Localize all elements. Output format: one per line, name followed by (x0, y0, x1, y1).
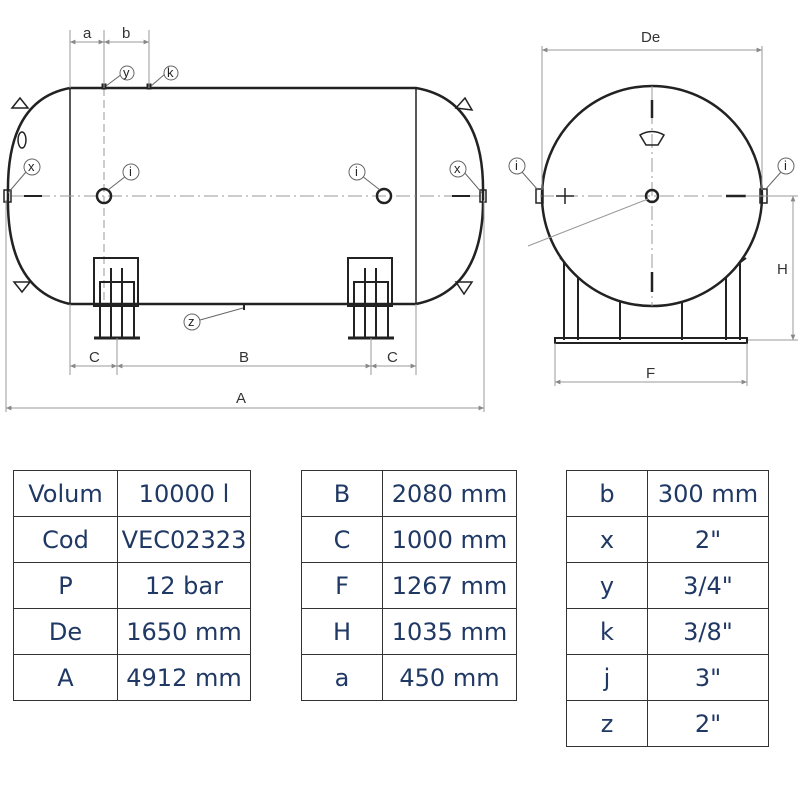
spec-key: C (301, 516, 383, 563)
table-row: j 3" (566, 654, 769, 701)
table-row: B 2080 mm (301, 470, 517, 517)
callout-x-right (449, 160, 467, 178)
table-row: Volum 10000 l (13, 470, 251, 517)
lifting-lug (454, 281, 474, 296)
port-j-right (375, 187, 393, 205)
callout-label-y: y (123, 65, 130, 80)
spec-key: x (566, 516, 648, 563)
spec-table-general: Volum 10000 l Cod VEC02323 P 12 bar De 1… (13, 470, 251, 701)
nozzle-x-right (479, 189, 487, 203)
dim-label-F: F (646, 365, 655, 382)
table-row: b 300 mm (566, 470, 769, 517)
callout-x-left (23, 158, 41, 176)
dim-label-B: B (239, 349, 249, 366)
table-row: A 4912 mm (13, 654, 251, 701)
spec-key: Volum (13, 470, 118, 517)
table-row: H 1035 mm (301, 608, 517, 655)
spec-key: F (301, 562, 383, 609)
spec-key: B (301, 470, 383, 517)
lifting-lug (10, 96, 30, 109)
spec-key: j (566, 654, 648, 701)
spec-key: P (13, 562, 118, 609)
spec-value: 300 mm (647, 470, 769, 517)
callout-j-right (348, 163, 366, 181)
dim-label-De: De (641, 29, 660, 46)
lifting-lug (12, 281, 32, 294)
spec-value: 2080 mm (382, 470, 517, 517)
tank-side-view (3, 83, 487, 340)
spec-key: H (301, 608, 383, 655)
callout-j-end-right (777, 157, 795, 175)
table-row: z 2" (566, 700, 769, 747)
dim-label-b: b (122, 25, 130, 42)
spec-key: De (13, 608, 118, 655)
dim-label-A: A (236, 390, 246, 407)
dim-label-C-right: C (387, 349, 398, 366)
spec-key: a (301, 654, 383, 701)
center-port (644, 188, 660, 204)
table-row: C 1000 mm (301, 516, 517, 563)
table-row: Cod VEC02323 (13, 516, 251, 563)
spec-key: b (566, 470, 648, 517)
spec-value: 3/8" (647, 608, 769, 655)
sight-ellipse (17, 131, 27, 149)
spec-value: VEC02323 (117, 516, 251, 563)
callout-j-left (122, 163, 140, 181)
spec-key: Cod (13, 516, 118, 563)
spec-value: 1035 mm (382, 608, 517, 655)
spec-value: 10000 l (117, 470, 251, 517)
spec-value: 3/4" (647, 562, 769, 609)
spec-value: 2" (647, 700, 769, 747)
callout-label-j-end-right: i (784, 158, 787, 173)
callout-label-j-end-left: i (515, 158, 518, 173)
spec-key: k (566, 608, 648, 655)
callout-j-end-left (508, 157, 526, 175)
spec-table-connections: b 300 mm x 2" y 3/4" k 3/8" j 3" z 2" (566, 470, 769, 747)
spec-value: 1267 mm (382, 562, 517, 609)
callout-y (119, 65, 135, 81)
spec-key: y (566, 562, 648, 609)
spec-value: 450 mm (382, 654, 517, 701)
nozzle-j-left (535, 188, 544, 204)
spec-value: 2" (647, 516, 769, 563)
table-row: y 3/4" (566, 562, 769, 609)
spec-value: 1650 mm (117, 608, 251, 655)
end-view-dimensions (541, 46, 798, 386)
side-view-dimensions (5, 30, 485, 412)
table-row: a 450 mm (301, 654, 517, 701)
callout-label-j-right: i (355, 164, 358, 179)
callout-label-x-left: x (28, 159, 35, 174)
spec-table-dimensions: B 2080 mm C 1000 mm F 1267 mm H 1035 mm … (301, 470, 517, 701)
spec-value: 4912 mm (117, 654, 251, 701)
nozzle-x-left (3, 189, 12, 203)
dim-label-C-left: C (89, 349, 100, 366)
callout-label-x-right: x (454, 161, 461, 176)
callout-k (163, 65, 179, 81)
technical-drawing: a b C B C A y k x x i i z (3, 25, 798, 412)
tank-end-view (527, 84, 768, 344)
dim-label-a: a (83, 25, 92, 42)
table-row: x 2" (566, 516, 769, 563)
spec-key: z (566, 700, 648, 747)
end-view-callouts (508, 157, 795, 191)
spec-value: 12 bar (117, 562, 251, 609)
table-row: P 12 bar (13, 562, 251, 609)
side-view-callouts (7, 65, 483, 331)
callout-label-j-left: i (129, 164, 132, 179)
callout-label-z: z (188, 314, 195, 329)
callout-label-k: k (167, 65, 174, 80)
table-row: k 3/8" (566, 608, 769, 655)
top-fitting (638, 130, 666, 146)
callout-z (183, 313, 201, 331)
dim-label-H: H (777, 261, 788, 278)
spec-key: A (13, 654, 118, 701)
lifting-lug (454, 96, 474, 111)
port-j-left (95, 187, 113, 205)
table-row: De 1650 mm (13, 608, 251, 655)
spec-value: 3" (647, 654, 769, 701)
table-row: F 1267 mm (301, 562, 517, 609)
spec-value: 1000 mm (382, 516, 517, 563)
